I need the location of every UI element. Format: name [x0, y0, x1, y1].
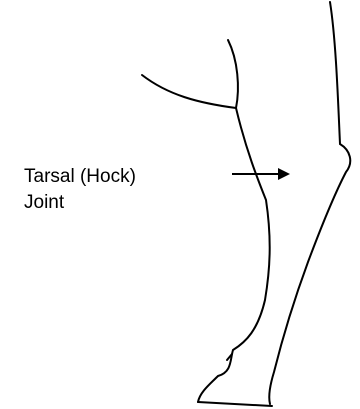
leg-back-outline [269, 2, 350, 404]
hoof-base [198, 402, 272, 406]
hock-joint-label-line1: Tarsal (Hock) [24, 164, 136, 190]
pointer-arrow-head [278, 168, 290, 180]
thigh-outline [142, 40, 238, 108]
leg-front-outline [198, 108, 270, 402]
hock-joint-label-line2: Joint [24, 190, 136, 216]
hock-joint-label: Tarsal (Hock) Joint [24, 164, 136, 216]
